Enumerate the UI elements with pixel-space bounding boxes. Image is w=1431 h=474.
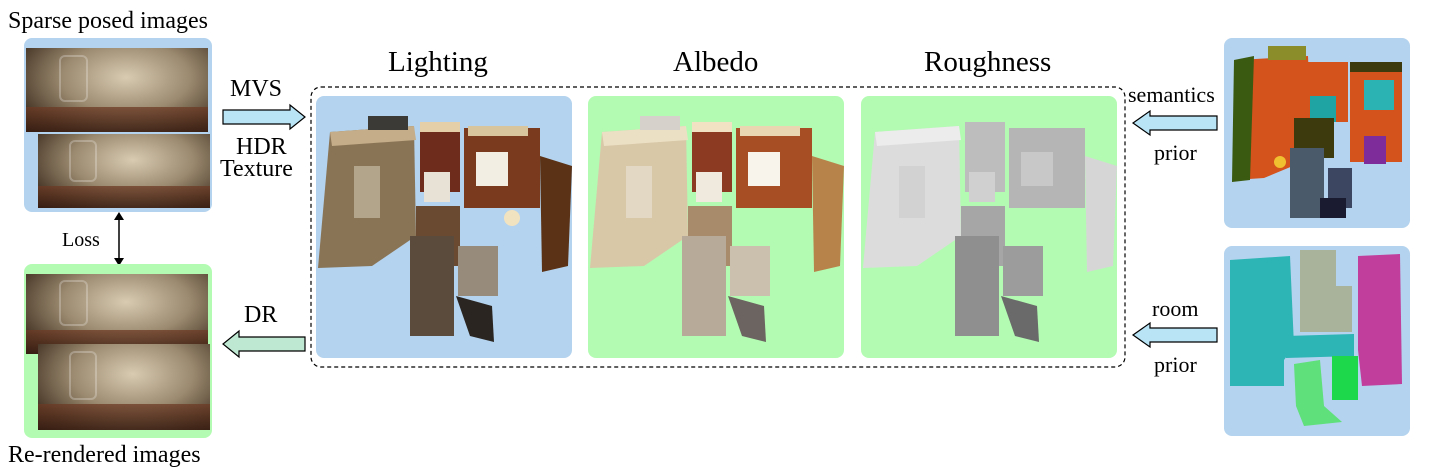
input-images-panel — [24, 38, 212, 212]
albedo-panel — [588, 96, 844, 358]
rerendered-images-label: Re-rendered images — [8, 442, 201, 468]
semantics-map — [1232, 46, 1402, 218]
materials-dashed-box — [310, 86, 1126, 368]
input-panorama-1 — [26, 48, 208, 132]
albedo-title: Albedo — [673, 46, 759, 78]
input-panorama-2 — [38, 134, 210, 208]
semantics-panel — [1224, 38, 1410, 228]
dr-arrow — [222, 329, 306, 359]
roughness-floorplan — [863, 122, 1117, 342]
room-panel — [1224, 246, 1410, 436]
dr-label: DR — [244, 302, 278, 328]
roughness-title: Roughness — [924, 46, 1052, 78]
semantics-label: semantics — [1128, 82, 1215, 107]
rerendered-panorama-2 — [38, 344, 210, 430]
loss-label: Loss — [62, 229, 100, 251]
room-label: room — [1152, 296, 1199, 321]
lighting-floorplan — [318, 116, 572, 342]
room-arrow — [1131, 321, 1218, 349]
lighting-panel — [316, 96, 572, 358]
roughness-panel — [861, 96, 1117, 358]
hdr-label: HDR — [236, 134, 287, 160]
semantics-prior-label: prior — [1154, 140, 1197, 165]
room-segmentation-map — [1230, 250, 1402, 426]
semantics-arrow — [1131, 109, 1218, 137]
mvs-label: MVS — [230, 76, 283, 102]
mvs-arrow — [222, 103, 306, 131]
sparse-posed-images-label: Sparse posed images — [8, 8, 208, 34]
texture-label: Texture — [220, 156, 293, 182]
rerendered-panorama-1 — [26, 274, 208, 354]
lighting-title: Lighting — [388, 46, 488, 78]
loss-double-arrow — [114, 212, 124, 266]
room-prior-label: prior — [1154, 352, 1197, 377]
albedo-floorplan — [590, 116, 844, 342]
rerendered-images-panel — [24, 264, 212, 438]
